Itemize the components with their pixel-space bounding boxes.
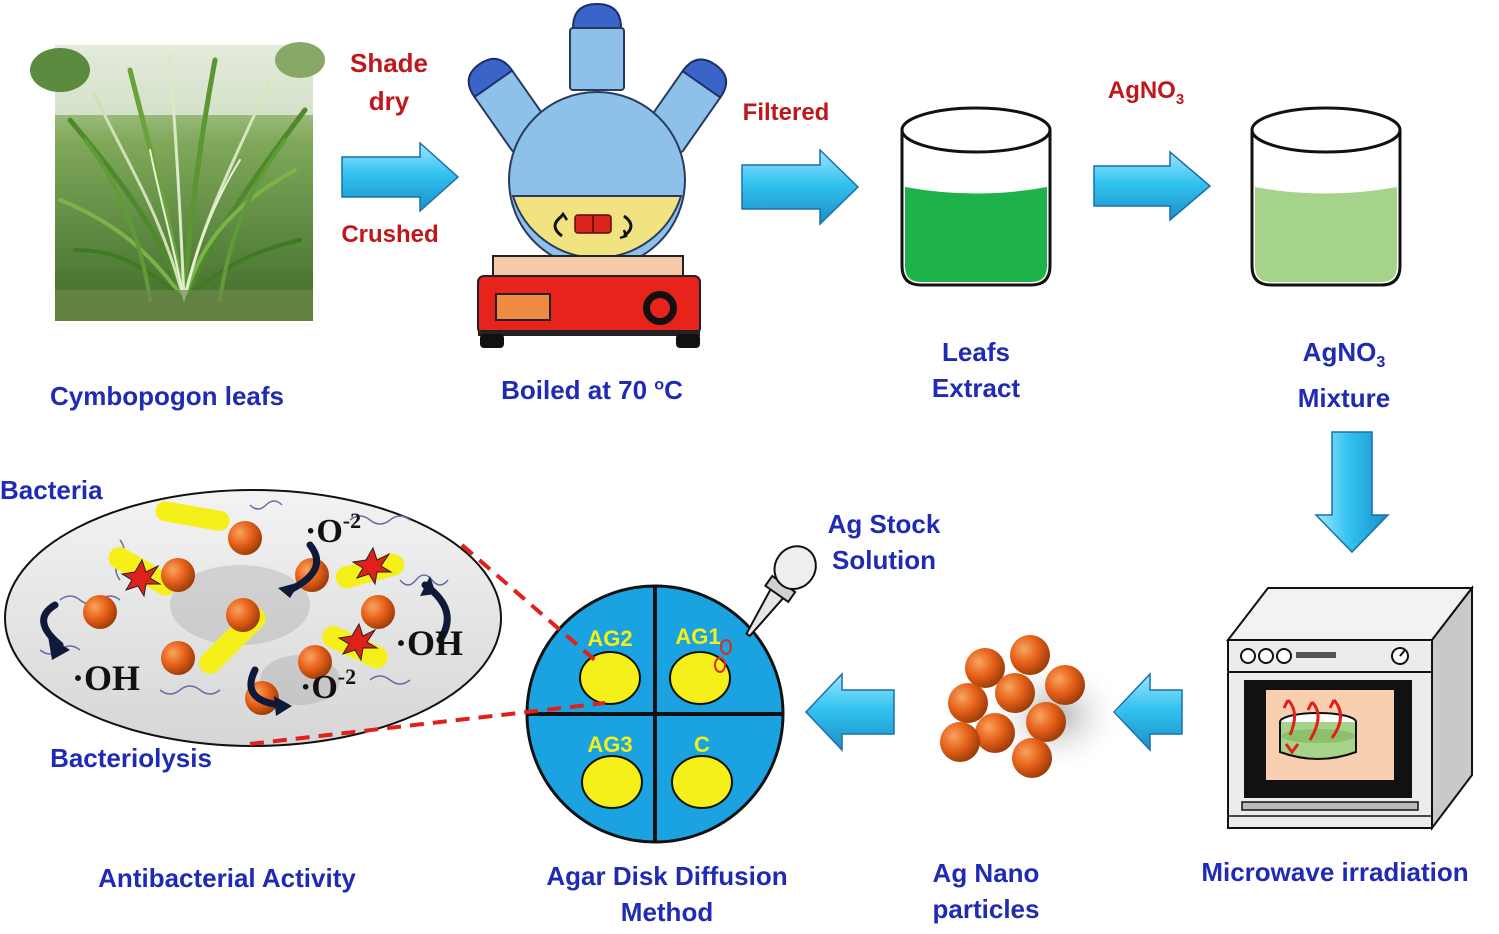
- radical-superoxide-top: ·O-2: [305, 508, 361, 550]
- burst-icon: [351, 546, 393, 586]
- label-crushed: Crushed: [341, 221, 439, 248]
- nanoparticle: [940, 722, 980, 762]
- label-bacteriolysis: Bacteriolysis: [50, 743, 212, 773]
- label-boiled: Boiled at 70 oC: [501, 375, 683, 405]
- label-ag-nanoparticles: Ag Nano particles: [932, 858, 1040, 924]
- ag-nanoparticles-cluster: [940, 635, 1125, 778]
- agar-quadrant-labels: AG2 AG1 AG3 C: [587, 624, 720, 757]
- quadrant-label-ag3: AG3: [587, 732, 632, 757]
- nanoparticle: [83, 595, 117, 629]
- nanoparticle: [995, 673, 1035, 713]
- label-antibacterial-activity: Antibacterial Activity: [98, 863, 356, 893]
- quadrant-label-c: C: [694, 732, 710, 757]
- radical-oh-left: ·OH: [72, 658, 140, 698]
- bacterium-rod: [155, 501, 230, 531]
- nanoparticle: [228, 521, 262, 555]
- disk-ag1: [669, 651, 731, 705]
- beaker-leaf-extract: [900, 106, 1052, 287]
- arrow-shade-dry: [341, 141, 460, 213]
- dropper-pipette: [745, 545, 817, 638]
- radical-oh-right: ·OH: [395, 623, 463, 663]
- arrow-down-to-microwave: [1314, 431, 1390, 554]
- nanoparticle: [226, 598, 260, 632]
- nanoparticle: [1012, 738, 1052, 778]
- label-cymbopogon-leafs: Cymbopogon leafs: [49, 381, 284, 411]
- nanoparticle: [1010, 635, 1050, 675]
- label-bacteria: Bacteria: [0, 475, 103, 505]
- microwave-oven: [1225, 585, 1475, 831]
- disk-control: [671, 755, 733, 809]
- nanoparticle: [1026, 702, 1066, 742]
- bacteria-panel: [4, 489, 502, 747]
- nanoparticle: [948, 683, 988, 723]
- arrow-left-to-nanoparticles: [1112, 672, 1183, 752]
- arrow-left-to-agar: [804, 672, 895, 752]
- label-microwave-irradiation: Microwave irradiation: [1201, 857, 1469, 887]
- nanoparticle: [1045, 665, 1085, 705]
- radical-labels: ·OH ·OH ·O-2 ·O-2: [72, 508, 463, 706]
- label-agar-disk-diffusion: Agar Disk Diffusion Method: [546, 861, 788, 927]
- lemongrass-photo: [30, 42, 325, 321]
- nanoparticle: [965, 648, 1005, 688]
- nanoparticle: [298, 645, 332, 679]
- burst-icon: [337, 622, 379, 662]
- quadrant-label-ag2: AG2: [587, 626, 632, 651]
- disk-ag3: [581, 755, 643, 809]
- disk-ag2: [579, 651, 641, 705]
- zoom-connector-lines: [249, 543, 606, 746]
- nanoparticle: [361, 595, 395, 629]
- beaker-agno3-mixture: [1250, 106, 1402, 287]
- burst-icon: [120, 558, 162, 598]
- label-ag-stock-solution: Ag Stock Solution: [827, 509, 941, 575]
- radical-superoxide-bottom: ·O-2: [300, 664, 356, 706]
- label-agno3-mixture: AgNO3 Mixture: [1297, 337, 1391, 414]
- arrow-filtered: [741, 148, 860, 226]
- quadrant-label-ag1: AG1: [675, 624, 720, 649]
- label-filtered: Filtered: [742, 99, 830, 126]
- arrow-agno3: [1093, 150, 1212, 222]
- label-shade-dry: Shade dry: [349, 48, 429, 116]
- nanoparticle: [975, 713, 1015, 753]
- label-leafs-extract: Leafs Extract: [931, 337, 1021, 403]
- label-agno3-reagent: AgNO3: [1107, 77, 1185, 108]
- nanoparticle: [161, 558, 195, 592]
- three-neck-flask: [467, 2, 728, 269]
- hot-plate: [477, 255, 701, 348]
- agar-plate: [525, 584, 785, 844]
- nanoparticle: [161, 641, 195, 675]
